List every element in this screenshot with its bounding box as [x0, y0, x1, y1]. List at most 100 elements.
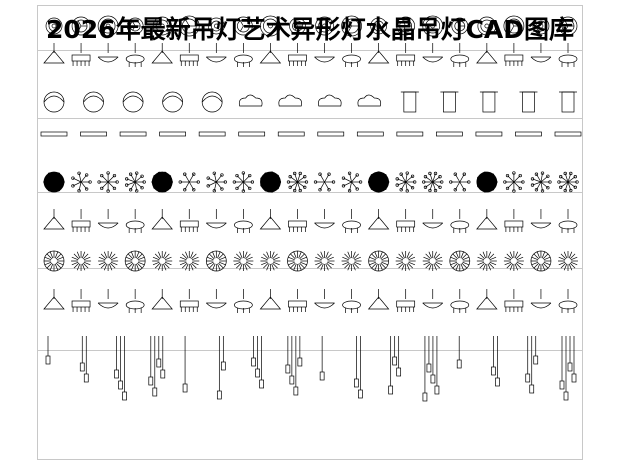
cloud-lamp-plan-icon [559, 91, 577, 113]
hanging-pendant-cluster-icon [319, 336, 325, 381]
crystal-chandelier-elevation-icon [234, 209, 253, 233]
crystal-chandelier-elevation-icon [288, 209, 307, 232]
branch-chandelier-elevation-icon [206, 289, 227, 309]
branch-chandelier-elevation-icon [530, 289, 552, 309]
sunburst-lamp-plan-icon [476, 250, 497, 272]
crystal-chandelier-elevation-icon [530, 209, 552, 229]
star-branch-lamp-plan-icon [151, 171, 173, 193]
crystal-chandelier-elevation-icon [206, 209, 227, 229]
ring-lamp-plan-icon [126, 17, 144, 35]
star-branch-lamp-plan-icon [367, 171, 390, 193]
sunburst-lamp-plan-icon [260, 250, 281, 272]
star-branch-lamp-plan-icon [232, 171, 255, 193]
ring-lamp-plan-icon [477, 16, 497, 36]
flat-lamp-elevation-icon [396, 131, 424, 137]
star-branch-lamp-plan-icon [43, 171, 65, 193]
crystal-chandelier-elevation-icon [179, 209, 199, 232]
star-branch-lamp-plan-icon [341, 171, 363, 193]
flat-lamp-elevation-icon [80, 131, 107, 137]
branch-chandelier-elevation-icon [97, 289, 119, 309]
cloud-lamp-plan-icon [400, 91, 419, 113]
ring-lamp-plan-icon [532, 17, 550, 35]
pendant-chandelier-elevation-icon [288, 43, 307, 66]
crystal-chandelier-elevation-icon [558, 209, 578, 233]
star-branch-lamp-plan-icon [71, 171, 92, 193]
pendant-chandelier-elevation-icon [259, 43, 282, 64]
ring-lamp-plan-icon [45, 17, 63, 35]
pendant-chandelier-elevation-icon [450, 43, 470, 67]
flat-lamp-elevation-icon [515, 131, 542, 137]
hanging-pendant-cluster-icon [422, 336, 440, 402]
pendant-chandelier-elevation-icon [125, 43, 145, 67]
pendant-chandelier-elevation-icon [396, 43, 416, 66]
sunburst-lamp-plan-icon [152, 250, 173, 272]
panel-3 [38, 193, 582, 269]
star-branch-lamp-plan-icon [557, 171, 579, 193]
branch-chandelier-elevation-icon [179, 289, 199, 312]
crystal-chandelier-elevation-icon [342, 209, 361, 233]
flat-lamp-elevation-icon [238, 131, 266, 137]
crystal-chandelier-elevation-icon [125, 209, 145, 233]
branch-chandelier-elevation-icon [125, 289, 145, 313]
branch-chandelier-elevation-icon [558, 289, 578, 313]
ring-lamp-plan-icon [396, 16, 416, 36]
crystal-chandelier-elevation-icon [396, 209, 416, 232]
ring-lamp-plan-icon [370, 17, 387, 35]
crystal-chandelier-elevation-icon [450, 209, 470, 233]
crystal-chandelier-elevation-icon [422, 209, 443, 229]
crystal-chandelier-elevation-icon [476, 209, 498, 230]
cloud-lamp-plan-icon [238, 94, 263, 107]
hanging-pendant-cluster-icon [388, 336, 402, 395]
hanging-pendant-cluster-icon [182, 336, 188, 393]
lamp-drawings [40, 15, 582, 402]
crystal-chandelier-elevation-icon [314, 209, 335, 229]
branch-chandelier-elevation-icon [367, 289, 390, 310]
sunburst-lamp-plan-icon [124, 250, 146, 272]
cloud-lamp-plan-icon [83, 91, 104, 113]
hanging-pendant-cluster-icon [285, 336, 303, 396]
sunburst-lamp-plan-icon [233, 250, 254, 272]
branch-chandelier-elevation-icon [288, 289, 307, 312]
crystal-chandelier-elevation-icon [259, 209, 282, 230]
panel-1 [38, 50, 582, 119]
cloud-lamp-plan-icon [440, 91, 459, 113]
branch-chandelier-elevation-icon [259, 289, 282, 310]
branch-chandelier-elevation-icon [71, 289, 91, 312]
ring-lamp-plan-icon [71, 16, 91, 36]
hanging-pendant-cluster-icon [216, 336, 226, 400]
sunburst-lamp-plan-icon [422, 250, 443, 272]
star-branch-lamp-plan-icon [530, 171, 552, 193]
sunburst-lamp-plan-icon [43, 250, 65, 272]
sunburst-lamp-plan-icon [449, 250, 471, 272]
hanging-pendant-cluster-icon [559, 336, 577, 401]
pendant-chandelier-elevation-icon [504, 43, 524, 66]
sunburst-lamp-plan-icon [314, 250, 335, 272]
branch-chandelier-elevation-icon [151, 289, 173, 310]
ring-lamp-plan-icon [260, 15, 281, 37]
pendant-chandelier-elevation-icon [71, 43, 91, 66]
hanging-pendant-cluster-icon [525, 336, 539, 394]
ring-lamp-plan-icon [207, 17, 225, 35]
crystal-chandelier-elevation-icon [504, 209, 524, 232]
flat-lamp-elevation-icon [554, 131, 582, 137]
sunburst-lamp-plan-icon [179, 250, 200, 272]
hanging-pendant-cluster-icon [354, 336, 363, 399]
branch-chandelier-elevation-icon [422, 289, 443, 309]
pendant-chandelier-elevation-icon [234, 43, 253, 67]
sunburst-lamp-plan-icon [287, 250, 308, 272]
ring-lamp-plan-icon [152, 16, 172, 36]
hanging-pendant-cluster-icon [79, 336, 89, 383]
cloud-lamp-plan-icon [519, 91, 538, 113]
flat-lamp-elevation-icon [475, 131, 503, 137]
pendant-chandelier-elevation-icon [558, 43, 578, 67]
sunburst-lamp-plan-icon [503, 250, 524, 272]
branch-chandelier-elevation-icon [504, 289, 524, 312]
crystal-chandelier-elevation-icon [71, 209, 91, 232]
pendant-chandelier-elevation-icon [530, 43, 552, 63]
crystal-chandelier-elevation-icon [367, 209, 390, 230]
cloud-lamp-plan-icon [357, 94, 382, 107]
star-branch-lamp-plan-icon [449, 172, 471, 192]
sunburst-lamp-plan-icon [98, 250, 119, 272]
panel-2 [38, 119, 582, 193]
sunburst-lamp-plan-icon [71, 250, 92, 272]
